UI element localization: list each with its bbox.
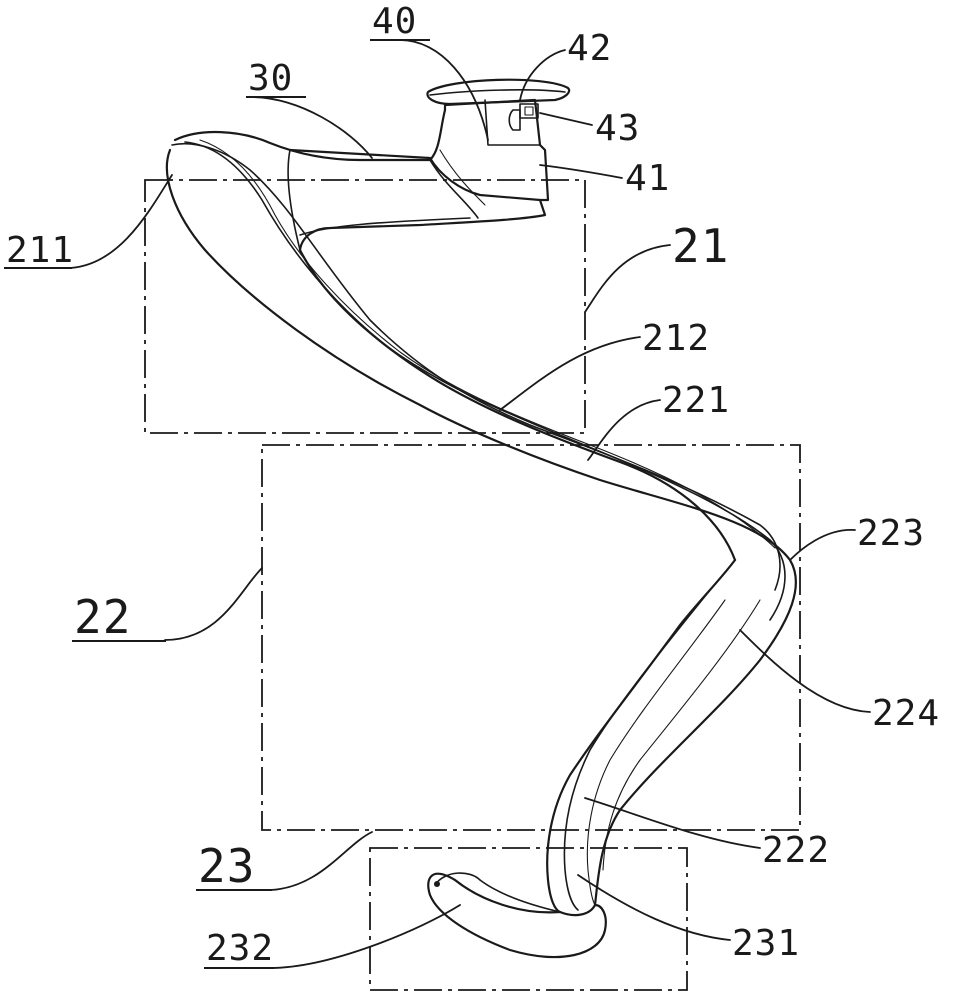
dough-hook — [165, 78, 797, 959]
leader-212 — [499, 336, 641, 411]
label-222: 222 — [762, 830, 830, 871]
label-23: 23 — [198, 839, 255, 893]
leader-222 — [584, 797, 761, 849]
label-21: 21 — [672, 219, 729, 273]
label-41: 41 — [625, 158, 670, 199]
region-box-23 — [369, 847, 688, 991]
leader-223 — [789, 529, 856, 561]
label-231: 231 — [732, 923, 800, 964]
region-box-21 — [144, 179, 586, 434]
leader-42 — [519, 49, 566, 101]
leader-211 — [69, 174, 173, 269]
leader-221 — [587, 399, 661, 461]
leader-232 — [269, 904, 461, 969]
leader-43 — [539, 112, 593, 126]
region-box-22 — [261, 444, 801, 831]
leader-40 — [399, 39, 489, 141]
leader-30 — [249, 96, 373, 159]
label-211: 211 — [6, 230, 74, 271]
label-40: 40 — [372, 1, 417, 42]
label-232: 232 — [206, 928, 274, 969]
label-22: 22 — [74, 590, 131, 644]
leader-21 — [584, 244, 671, 313]
leader-22 — [164, 567, 263, 641]
label-224: 224 — [872, 693, 940, 734]
tip-dot — [434, 881, 440, 887]
label-212: 212 — [642, 318, 710, 359]
label-30: 30 — [248, 58, 293, 99]
label-42: 42 — [567, 28, 612, 69]
leader-23 — [269, 831, 373, 891]
label-221: 221 — [662, 380, 730, 421]
label-43: 43 — [595, 108, 640, 149]
leader-224 — [739, 629, 871, 713]
leader-231 — [577, 874, 731, 941]
label-223: 223 — [857, 513, 925, 554]
leader-41 — [539, 164, 623, 179]
